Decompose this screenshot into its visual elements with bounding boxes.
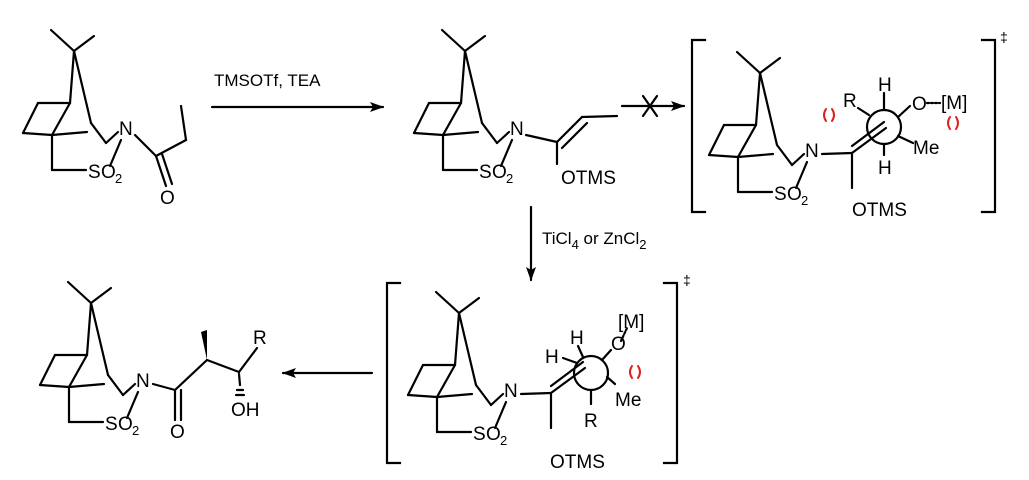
metal-label: [M] — [941, 93, 967, 114]
sulfur-label: S — [88, 162, 101, 183]
oxygen-label: O — [912, 94, 927, 115]
carbonyl-oxygen-label: O — [160, 188, 175, 209]
steric-clash-mark — [947, 116, 951, 130]
hydroxyl-label: OH — [231, 400, 260, 421]
nitrogen-label: N — [510, 119, 524, 140]
compound-n-propionyl-sultam: N S O 2 O — [21, 28, 188, 209]
steric-clash-mark — [629, 365, 633, 379]
wedge-bond — [201, 330, 207, 360]
otms-label: OTMS — [561, 168, 616, 189]
transition-state-favoured: ‡ N S O 2 OTMS H H O [M] Me R — [385, 272, 691, 473]
otms-label: OTMS — [852, 200, 907, 221]
steric-clash-mark — [955, 116, 959, 130]
arrow-step-1: TMSOTf, TEA — [210, 71, 385, 112]
oxygen-label: O — [787, 184, 802, 205]
subscript-2: 2 — [506, 171, 513, 186]
compound-silyl-ketene-acetal: N S O 2 OTMS — [412, 28, 619, 189]
oxygen-label: O — [101, 162, 116, 183]
step1-reagents: TMSOTf, TEA — [214, 71, 321, 90]
sulfur-label: S — [105, 414, 118, 435]
hydrogen-label: H — [545, 347, 559, 368]
r-group-label: R — [253, 328, 267, 349]
r-group-label: R — [843, 91, 857, 112]
oxygen-label: O — [486, 424, 501, 445]
hydrogen-label: H — [570, 328, 584, 349]
subscript-2: 2 — [500, 433, 507, 448]
methyl-label: Me — [615, 390, 641, 411]
methyl-label: Me — [913, 138, 939, 159]
metal-label: [M] — [618, 312, 644, 333]
otms-label: OTMS — [550, 452, 605, 473]
sulfur-label: S — [774, 184, 787, 205]
nitrogen-label: N — [136, 371, 150, 392]
sulfur-label: S — [479, 162, 492, 183]
oxygen-label: O — [611, 334, 626, 355]
nitrogen-label: N — [504, 381, 518, 402]
hydrogen-label: H — [878, 158, 892, 179]
transition-state-disfavoured: ‡ N S O 2 OTMS R H O [M] H Me — [690, 29, 1008, 221]
step2-reagents: TiCl4 or ZnCl2 — [542, 229, 647, 252]
subscript-2: 2 — [801, 193, 808, 208]
carbonyl-oxygen-label: O — [170, 422, 185, 443]
nitrogen-label: N — [805, 141, 819, 162]
subscript-2: 2 — [132, 423, 139, 438]
oxygen-label: O — [118, 414, 133, 435]
subscript-2: 2 — [115, 171, 122, 186]
r-group-label: R — [584, 411, 598, 432]
arrow-disfavoured — [620, 94, 686, 118]
hydrogen-label: H — [878, 75, 892, 96]
compound-aldol-product: N S O 2 O R OH — [38, 280, 267, 443]
steric-clash-mark — [637, 365, 641, 379]
double-dagger: ‡ — [1000, 29, 1008, 45]
steric-clash-mark — [831, 108, 835, 122]
steric-clash-mark — [823, 108, 827, 122]
nitrogen-label: N — [119, 119, 133, 140]
sulfur-label: S — [473, 424, 486, 445]
oxygen-label: O — [492, 162, 507, 183]
double-dagger: ‡ — [683, 272, 691, 288]
arrow-step-2: TiCl4 or ZnCl2 — [526, 205, 647, 282]
